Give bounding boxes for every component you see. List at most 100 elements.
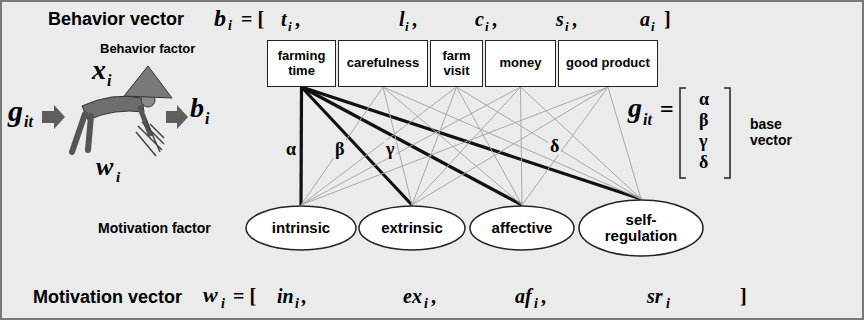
text-block: carefulness [342,56,424,70]
math-symbol: it [24,114,33,130]
link-line [412,87,521,205]
link-line [301,87,457,205]
math-punctuation: , [295,9,300,29]
node-text: carefulness [342,56,424,70]
math-symbol: i [205,111,209,127]
weight-symbol: α [284,140,298,158]
math-punctuation: = [ [233,286,256,306]
motivation-ellipse: extrinsic [358,205,466,251]
math-punctuation: δ [699,153,708,171]
math-symbol: i [107,73,111,89]
math-punctuation: = [ [241,9,264,29]
math-symbol: i [651,20,655,33]
math-symbol: i [485,20,489,33]
text-block: intrinsic [261,220,342,237]
node-text: farm visit [434,49,479,78]
behavior-factor-name: farm visit [442,48,470,77]
math-symbol: i [424,297,428,311]
farmer-figure [72,66,172,156]
math-punctuation: ] [740,286,747,306]
math-symbol: i [534,297,538,311]
math-symbol: b [214,6,226,30]
behavior-box: farm visit [430,40,483,87]
weight-symbol: γ [384,140,396,158]
rice-bundle [136,120,164,156]
math-symbol: w [96,154,113,180]
math-symbol: af [515,286,532,306]
math-symbol: i [221,297,225,311]
heading-text: Behavior vector [48,10,184,28]
math-punctuation: , [492,9,497,29]
node-text: money [489,56,552,70]
math-punctuation: , [412,9,417,29]
link-line [457,87,642,199]
math-symbol: i [405,20,409,33]
motivation-factor-name: self-regulation [605,211,678,245]
link-line [383,87,522,205]
math-symbol: ex [403,286,422,306]
weight-line [302,87,523,205]
math-punctuation: ] [664,9,671,29]
math-punctuation: , [541,286,546,306]
math-symbol: i [666,297,670,311]
math-punctuation: γ [699,132,707,150]
math-punctuation: β [699,111,708,129]
farmer-hat [124,66,172,98]
input-arrow [42,105,65,129]
behavior-box: farming time [267,40,336,87]
text-block: extrinsic [373,220,451,237]
math-symbol: b [190,94,204,122]
weight-line [302,87,642,199]
math-symbol: i [295,297,299,311]
math-punctuation: , [572,9,577,29]
math-symbol: sr [647,286,663,306]
text-block: good product [562,56,654,70]
behavior-box: carefulness [338,40,428,87]
heading-text: base vector [750,116,806,148]
math-punctuation: = [660,97,674,121]
math-symbol: l [399,9,405,29]
text-block: affective [484,220,560,237]
vector-bracket-left [680,88,686,178]
motivation-factor-name: affective [492,219,553,236]
behavior-factor-name: carefulness [347,55,419,70]
node-text: self-regulation [596,212,687,245]
math-symbol: it [643,112,652,128]
link-line [383,87,641,199]
link-line [301,87,383,205]
math-symbol: i [116,170,120,185]
math-punctuation: α [699,90,709,108]
math-symbol: c [475,9,484,29]
behavior-box: money [485,40,556,87]
heading-text: Motivation vector [33,288,182,306]
math-symbol: i [565,20,569,33]
link-line [521,87,523,205]
link-line [383,87,412,205]
heading-text: Motivation factor [98,221,211,235]
text-block: farming time [271,49,332,78]
node-text: good product [562,56,654,70]
link-line [608,87,641,199]
text-block: self-regulation [596,212,687,245]
math-symbol: t [281,9,287,29]
math-symbol: x [92,56,106,84]
motivation-ellipse: affective [469,205,575,251]
link-line [412,87,457,205]
behavior-factor-name: good product [566,55,650,70]
text-block: farm visit [434,49,479,78]
link-line [301,87,521,205]
math-symbol: i [228,19,232,33]
vector-bracket-right [724,88,730,178]
ellipse-shape [470,206,574,250]
node-text: intrinsic [261,220,342,237]
node-text: affective [484,220,560,237]
motivation-factor-name: extrinsic [381,219,443,236]
ellipse-shape [246,206,356,250]
weight-symbol: β [333,140,346,158]
math-symbol: s [556,9,564,29]
node-text: extrinsic [373,220,451,237]
motivation-ellipse: self-regulation [578,199,704,257]
math-symbol: w [203,284,218,306]
farmer-legs [72,114,91,152]
